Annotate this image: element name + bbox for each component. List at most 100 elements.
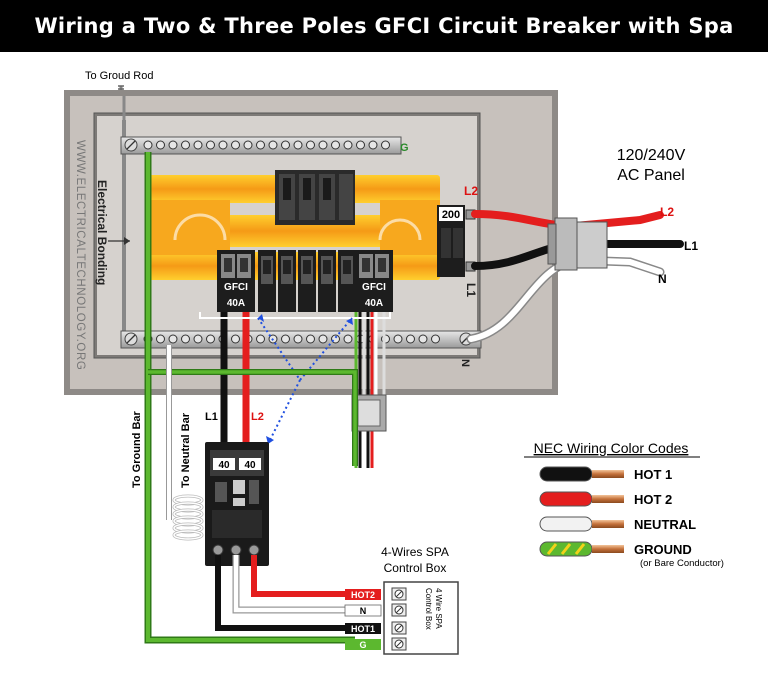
legend-item-label: HOT 2 (634, 492, 672, 507)
legend-item-label: HOT 1 (634, 467, 672, 482)
to-neutral-bar-label: To Neutral Bar (180, 412, 192, 488)
breaker-single-pole (278, 250, 296, 312)
ground-bar-screw (331, 140, 340, 150)
terminal-hot2: HOT2 (351, 590, 375, 600)
spa-rating-left: 40 (218, 460, 230, 471)
legend-item-label: NEUTRAL (634, 517, 696, 532)
branch-l2-label: L2 (251, 411, 264, 423)
ground-rod-label: To Groud Rod (85, 70, 153, 82)
feed-l2-label: L2 (660, 205, 674, 219)
ground-bar-screw (193, 140, 203, 150)
legend-item: GROUND(or Bare Conductor) (539, 541, 724, 569)
neutral-bar-screw (431, 334, 440, 344)
color-code-legend: NEC Wiring Color Codes HOT 1 HOT 2 NEUTRAL… (524, 440, 724, 569)
spa-terminal (391, 621, 407, 635)
spa-terminal (391, 587, 407, 601)
neutral-bar-screw (181, 334, 190, 344)
spa-box-side-line2: Control Box (424, 588, 433, 630)
terminal-g: G (359, 640, 366, 650)
breaker-single-pole (258, 250, 276, 312)
branch-l1-label: L1 (205, 411, 218, 423)
spa-terminal (391, 637, 407, 651)
gfci-right-label: GFCI (362, 282, 386, 293)
neutral-bar-screw (418, 334, 428, 344)
ground-bar: G (120, 136, 409, 155)
neutral-bar-screw (343, 334, 353, 344)
gfci-breaker-left[interactable]: GFCI 40A (217, 250, 255, 312)
neutral-pigtail: To Neutral Bar (166, 345, 204, 541)
ground-bar-screw (231, 140, 240, 150)
panel-title-line2: AC Panel (617, 167, 685, 184)
breaker-single-pole (298, 250, 316, 312)
gfci-left-label: GFCI (224, 282, 248, 293)
spa-box-side-line1: 4 Wire SPA (434, 588, 443, 629)
gfci-right-rating: 40A (365, 298, 383, 309)
neutral-bar-screw (306, 334, 315, 344)
breaker-single-pole (318, 250, 336, 312)
neutral-bar-screw (156, 334, 165, 344)
gfci-breaker-right[interactable]: GFCI 40A (355, 250, 393, 312)
ground-bar-screw (293, 140, 303, 150)
page-title: Wiring a Two & Three Poles GFCI Circuit … (0, 0, 768, 52)
gfci-left-rating: 40A (227, 298, 245, 309)
spa-terminal (391, 603, 407, 617)
neutral-coil-loop (173, 530, 203, 540)
spa-control-box: 4-Wires SPA Control Box 4 Wire SPA Contr… (344, 545, 459, 655)
main-breaker-l1: L1 (464, 283, 478, 297)
legend-copper-conductor (592, 520, 624, 528)
neutral-bar-screw (231, 334, 240, 344)
spa-feed-wires (215, 555, 345, 631)
breakers-top-row (275, 170, 355, 225)
terminal-hot1: HOT1 (351, 624, 375, 634)
feed-n-label: N (658, 272, 667, 286)
spa-box-title-line1: 4-Wires SPA (381, 545, 449, 559)
neutral-bar-screw (393, 334, 403, 344)
main-breaker-rating: 200 (442, 209, 460, 221)
neutral-bar-screw (406, 334, 415, 344)
legend-copper-conductor (592, 470, 624, 478)
terminal-n: N (360, 606, 367, 616)
ground-bar-screw (381, 140, 390, 150)
legend-title: NEC Wiring Color Codes (534, 440, 689, 456)
ground-bar-screw (281, 140, 290, 150)
legend-item: NEUTRAL (539, 516, 696, 532)
legend-wire-swatch (539, 516, 593, 532)
neutral-bar-screw (318, 334, 328, 344)
ground-bar-screw (318, 140, 328, 150)
panel-title-line1: 120/240V (617, 147, 686, 164)
ground-bar-screw (368, 140, 378, 150)
spa-disconnect-breaker[interactable]: 40 40 (205, 442, 269, 566)
neutral-bar-screw (168, 334, 178, 344)
wiring-diagram: To Groud Rod WWW.ELECTRICALTECHNOLOGY.OR… (64, 70, 724, 655)
ground-bar-screw (343, 140, 353, 150)
ground-bar-mark: G (400, 142, 409, 154)
legend-copper-conductor (592, 545, 624, 553)
main-feed-wires: L2 L1 N (466, 205, 698, 344)
neutral-bar-screw (293, 334, 303, 344)
neutral-bar-screw (256, 334, 265, 344)
ground-bar-screw (356, 140, 365, 150)
ground-bar-screw (168, 140, 178, 150)
website-text: WWW.ELECTRICALTECHNOLOGY.ORG (74, 140, 86, 370)
neutral-bar-screw (206, 334, 215, 344)
legend-item: HOT 1 (539, 466, 672, 482)
ground-wire: To Ground Bar (131, 152, 358, 644)
legend-copper-conductor (592, 495, 624, 503)
legend-item-label: GROUND (634, 542, 692, 557)
spa-box-title-line2: Control Box (384, 561, 447, 575)
legend-item: HOT 2 (539, 491, 672, 507)
ground-bar-screw (181, 140, 190, 150)
feed-l1-label: L1 (684, 239, 698, 253)
ground-bar-screw (143, 140, 153, 150)
ground-bar-screw (243, 140, 253, 150)
ground-bar-screw (268, 140, 278, 150)
breaker-single-pole (338, 250, 356, 312)
neutral-bar-screw (193, 334, 203, 344)
panel-title: 120/240V AC Panel (617, 147, 686, 184)
main-breaker-l2: L2 (464, 184, 478, 198)
ground-bar-screw (256, 140, 265, 150)
electrical-bonding-label: Electrical Bonding (95, 180, 109, 285)
legend-wire-swatch (539, 466, 593, 482)
neutral-bar-screw (281, 334, 290, 344)
ground-bar-screw (156, 140, 165, 150)
